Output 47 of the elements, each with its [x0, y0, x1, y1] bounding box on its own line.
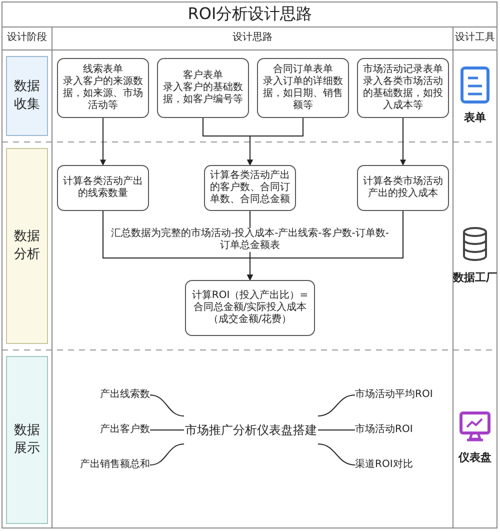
process-box: [185, 280, 315, 336]
box-text: 录入客户的基础数据，如客户编号等: [162, 82, 244, 106]
process-box: [357, 165, 449, 211]
box-text: 录入客户的来源数据，如来源、市场活动等: [62, 76, 144, 112]
metric-text: 产出线索数: [100, 389, 150, 401]
connector-line: [318, 444, 356, 466]
tool-label: 数据工厂: [453, 272, 497, 284]
header-label: 设计思路: [232, 32, 274, 44]
box-text: 计算各类市场活动产出的投入成本: [362, 176, 444, 200]
tool-label: 表单: [463, 112, 487, 124]
header-label: 设计阶段: [6, 32, 48, 44]
process-box: [357, 58, 449, 118]
box-text: 计算ROI（投入产出比）= 合同总金额/实际投入成本（成交金额/花费）: [190, 290, 310, 326]
tool-label: 仪表盘: [457, 452, 492, 464]
arrow: [247, 210, 404, 281]
box-heading: 线索表单: [83, 64, 123, 76]
phase-box: [6, 56, 48, 136]
metric-text: 产出客户数: [100, 424, 150, 436]
header-label: 设计工具: [454, 32, 496, 44]
metric-text: 市场活动ROI: [355, 424, 413, 436]
process-box: [157, 58, 249, 118]
phase-box: [6, 356, 48, 524]
box-text: 录入订单的详细数据，如日期、销售额等: [262, 76, 344, 112]
phase-label: 数据分析: [14, 228, 40, 264]
phase-label: 数据收集: [14, 78, 40, 114]
phase-label: 数据展示: [14, 422, 40, 458]
dashboard-text: 市场推广分析仪表盘搭建: [185, 424, 317, 436]
box-text: 计算各类活动产出的客户数、合同订单数、合同总金额: [209, 170, 291, 206]
metric-text: 产出销售额总和: [80, 459, 150, 471]
box-text: 计算各类活动产出的线索数量: [62, 176, 144, 200]
arrow: [400, 118, 406, 166]
process-box: [57, 165, 149, 211]
arrow: [247, 118, 304, 166]
box-heading: 市场活动记录表单: [363, 64, 443, 76]
connector-line: [150, 444, 184, 466]
box-text: 录入各类市场活动的基础数据，如投入成本等: [362, 76, 444, 112]
phase-box: [6, 148, 48, 344]
connector-line: [150, 394, 184, 416]
box-heading: 合同订单表单: [273, 64, 333, 76]
title: ROI分析设计思路: [186, 4, 314, 24]
metric-text: 市场活动平均ROI: [355, 389, 433, 401]
process-box: [257, 58, 349, 118]
connector-line: [318, 394, 356, 416]
process-box: [57, 58, 149, 118]
metric-text: 渠道ROI对比: [355, 459, 413, 471]
box-heading: 客户表单: [183, 70, 223, 82]
arrow: [100, 118, 106, 166]
